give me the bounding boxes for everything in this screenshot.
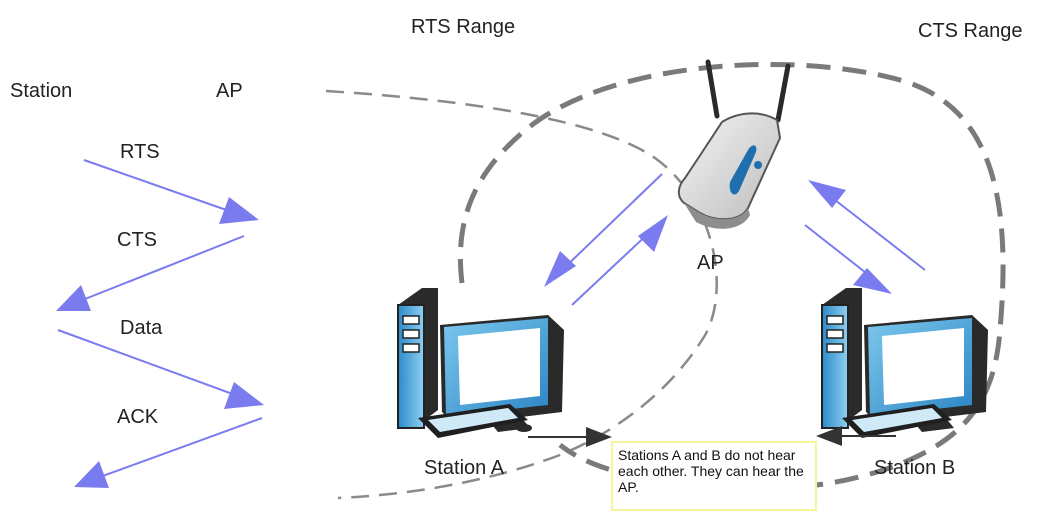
ap-device: AP [677, 59, 791, 274]
ack-arrowhead [74, 461, 109, 488]
note-pointers [528, 426, 896, 447]
station-column-label: Station [10, 80, 72, 102]
station-a: Station A [397, 288, 564, 479]
station-a-label: Station A [424, 457, 505, 479]
station-a-to-ap-arrow [571, 229, 653, 306]
cts-label: CTS [117, 229, 157, 251]
ack-label: ACK [117, 406, 159, 428]
station-b: Station B [821, 288, 988, 479]
ap-device-label: AP [697, 252, 724, 274]
cts-arrowhead [56, 285, 91, 311]
station-a-note-arrowhead [586, 427, 612, 447]
ap-station-a-arrows [544, 173, 668, 306]
station-b-to-ap-arrow [825, 192, 926, 271]
hidden-node-note: Stations A and B do not hear each other.… [611, 441, 817, 511]
ap-to-station-b-arrow [804, 224, 876, 281]
desktop-computer-icon [397, 288, 564, 438]
rts-range-boundary [325, 89, 718, 500]
handshake-arrows [56, 159, 264, 488]
data-arrowhead [224, 382, 264, 409]
rts-range-label: RTS Range [411, 16, 515, 38]
data-label: Data [120, 317, 163, 339]
hidden-node-note-text: Stations A and B do not hear each other.… [618, 447, 804, 495]
wireless-access-point-icon [677, 59, 791, 229]
desktop-computer-icon [821, 288, 988, 438]
ap-column-label: AP [216, 80, 243, 102]
ack-arrow [99, 417, 263, 478]
ap-station-b-arrows [804, 180, 926, 294]
ap-to-station-b-arrowhead [853, 268, 892, 294]
rts-label: RTS [120, 141, 160, 163]
rts-arrow [83, 159, 233, 213]
cts-arrow [79, 235, 245, 302]
station-b-to-ap-arrowhead [808, 180, 846, 208]
station-a-to-ap-arrowhead [638, 215, 668, 252]
cts-range-label: CTS Range [918, 20, 1023, 42]
data-arrow [57, 329, 239, 397]
ap-to-station-a-arrowhead [544, 251, 576, 287]
rts-arrowhead [219, 197, 259, 224]
station-b-note-arrowhead [816, 426, 842, 446]
station-b-label: Station B [874, 457, 955, 479]
ap-to-station-a-arrow [559, 173, 663, 273]
